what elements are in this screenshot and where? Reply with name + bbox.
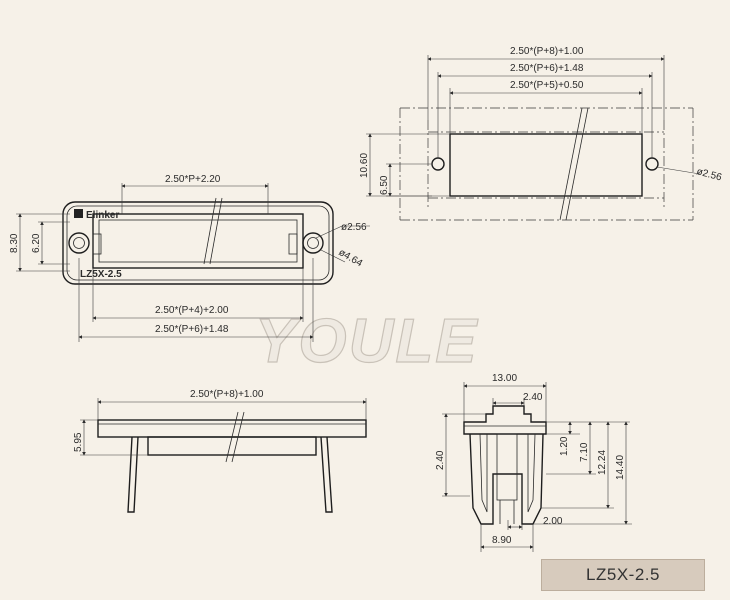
dim-cutout-top-3: 2.50*(P+5)+0.50 — [510, 80, 584, 91]
dim-cutout-hole: ø2.56 — [695, 166, 723, 183]
break-line — [203, 197, 217, 265]
cutout-rect — [449, 133, 643, 197]
dim-end-width-bottom: 8.90 — [492, 535, 512, 546]
dim-cutout-height-inner: 6.50 — [379, 175, 390, 195]
dim-end-v1: 1.20 — [559, 436, 570, 456]
cutout-hole-left — [431, 157, 445, 171]
end-view: 13.00 2.40 2.40 1.20 7.10 12.24 14.40 2.… — [435, 373, 632, 552]
panel-cutout-view: 2.50*(P+8)+1.00 2.50*(P+6)+1.48 2.50*(P+… — [359, 46, 723, 221]
model-label-text: LZ5X-2.5 — [586, 565, 660, 584]
dim-side-height: 5.95 — [73, 432, 84, 452]
dim-hole-small: ø2.56 — [341, 222, 367, 233]
brand-logo-icon — [74, 209, 83, 218]
dim-end-gap: 2.00 — [543, 516, 563, 527]
dim-end-v4: 14.40 — [615, 455, 626, 480]
dim-end-v2: 7.10 — [579, 442, 590, 462]
side-body — [147, 436, 317, 456]
side-pin-left — [127, 436, 139, 513]
front-body-outer — [62, 201, 334, 285]
model-label-box: LZ5X-2.5 — [541, 559, 705, 591]
part-marking: LZ5X-2.5 — [80, 269, 122, 280]
dim-front-top: 2.50*P+2.20 — [165, 174, 221, 185]
dim-cutout-top-2: 2.50*(P+6)+1.48 — [510, 63, 584, 74]
dim-end-width-top: 13.00 — [492, 373, 517, 384]
break-line — [209, 197, 223, 265]
hole-right-outer — [302, 232, 324, 254]
cutout-hole-right — [645, 157, 659, 171]
front-cavity — [92, 213, 304, 269]
dim-end-left-height: 2.40 — [435, 450, 446, 470]
latch-left — [92, 233, 102, 255]
side-pin-right — [320, 436, 333, 513]
dim-end-v3: 12.24 — [597, 450, 608, 475]
brand-text: Elinker — [86, 210, 119, 221]
latch-right — [288, 233, 298, 255]
dim-end-slot: 2.40 — [523, 392, 543, 403]
watermark-text: YOULE — [255, 307, 479, 376]
end-slot — [496, 433, 518, 501]
front-body-inner — [66, 205, 330, 281]
hole-left-inner — [73, 237, 85, 249]
end-body — [469, 433, 544, 525]
end-flange — [463, 405, 547, 435]
front-cavity-inner — [98, 219, 298, 263]
dim-front-height-inner: 6.20 — [31, 233, 42, 253]
side-view: 2.50*(P+8)+1.00 5.95 — [73, 389, 367, 513]
hole-left-outer — [68, 232, 90, 254]
dim-front-height-outer: 8.30 — [9, 233, 20, 253]
dim-side-length: 2.50*(P+8)+1.00 — [190, 389, 264, 400]
hole-right-inner — [307, 237, 319, 249]
dim-front-bottom-2: 2.50*(P+6)+1.48 — [155, 324, 229, 335]
dim-cutout-top-1: 2.50*(P+8)+1.00 — [510, 46, 584, 57]
dim-hole-large: ø4.64 — [337, 247, 365, 270]
dim-cutout-height-outer: 10.60 — [359, 153, 370, 178]
dim-front-bottom-1: 2.50*(P+4)+2.00 — [155, 305, 229, 316]
side-flange — [97, 419, 367, 438]
